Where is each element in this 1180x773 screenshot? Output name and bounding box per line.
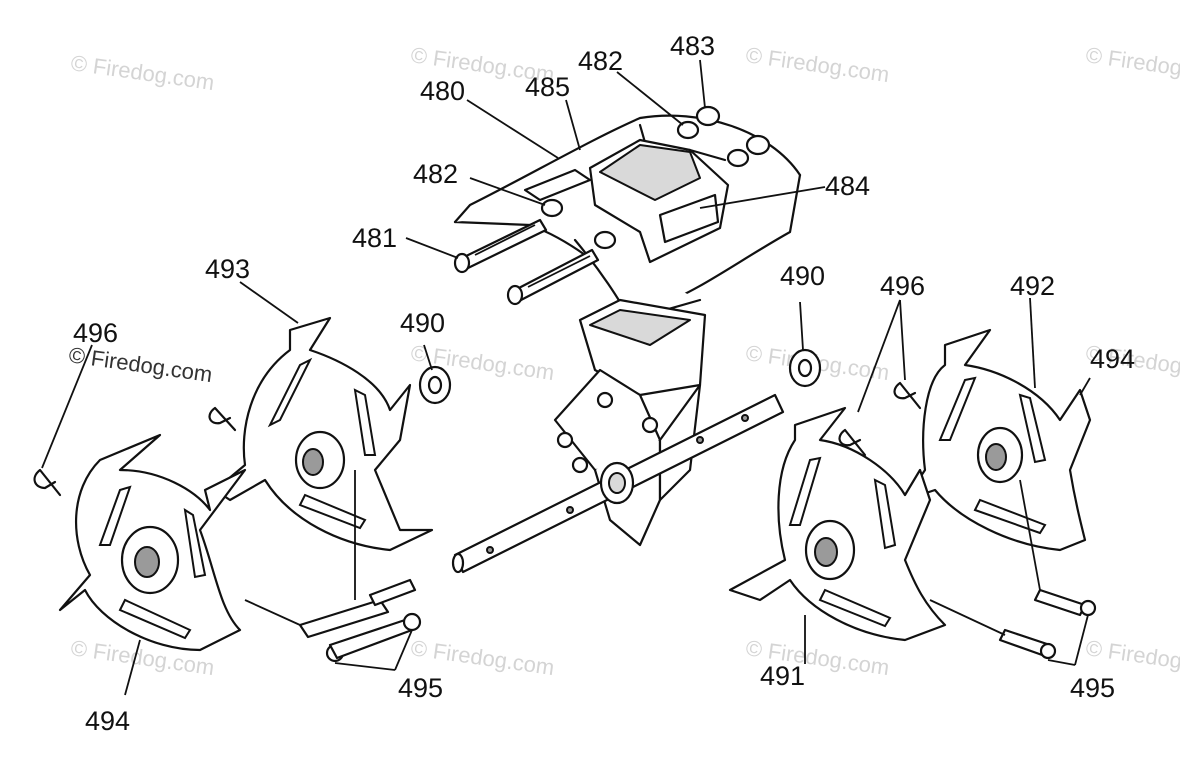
- watermark-dark: © Firedog.com: [67, 342, 214, 387]
- tine-491: [728, 406, 947, 642]
- part-labels: 480 485 482 483 482 484 481 493 496 490 …: [73, 31, 1135, 736]
- label-493: 493: [205, 254, 250, 284]
- leader-lines: [41, 59, 1091, 696]
- tine-shield: [453, 114, 802, 322]
- label-490: 490: [780, 261, 825, 291]
- left-hardware: [33, 406, 422, 663]
- label-482: 482: [413, 159, 458, 189]
- watermark: © Firedog.com: [69, 50, 216, 95]
- label-494: 494: [85, 706, 130, 736]
- tine-shaft: [451, 393, 785, 574]
- label-494: 494: [1090, 344, 1135, 374]
- nuts-washers: [540, 105, 771, 250]
- label-492: 492: [1010, 271, 1055, 301]
- right-hardware: [838, 381, 1097, 660]
- label-485: 485: [525, 72, 570, 102]
- label-491: 491: [760, 661, 805, 691]
- bolts: [453, 218, 600, 306]
- label-482: 482: [578, 46, 623, 76]
- label-481: 481: [352, 223, 397, 253]
- label-496: 496: [880, 271, 925, 301]
- label-490: 490: [400, 308, 445, 338]
- label-495: 495: [1070, 673, 1115, 703]
- watermark: © Firedog.com: [744, 42, 891, 87]
- label-480: 480: [420, 76, 465, 106]
- tine-493: [213, 316, 434, 552]
- label-495: 495: [398, 673, 443, 703]
- tine-492: [903, 328, 1092, 552]
- label-483: 483: [670, 31, 715, 61]
- label-484: 484: [825, 171, 870, 201]
- tine-494-left: [58, 433, 247, 652]
- spacer-washers: [418, 348, 822, 405]
- label-496: 496: [73, 318, 118, 348]
- watermark: © Firedog.com: [1084, 42, 1180, 87]
